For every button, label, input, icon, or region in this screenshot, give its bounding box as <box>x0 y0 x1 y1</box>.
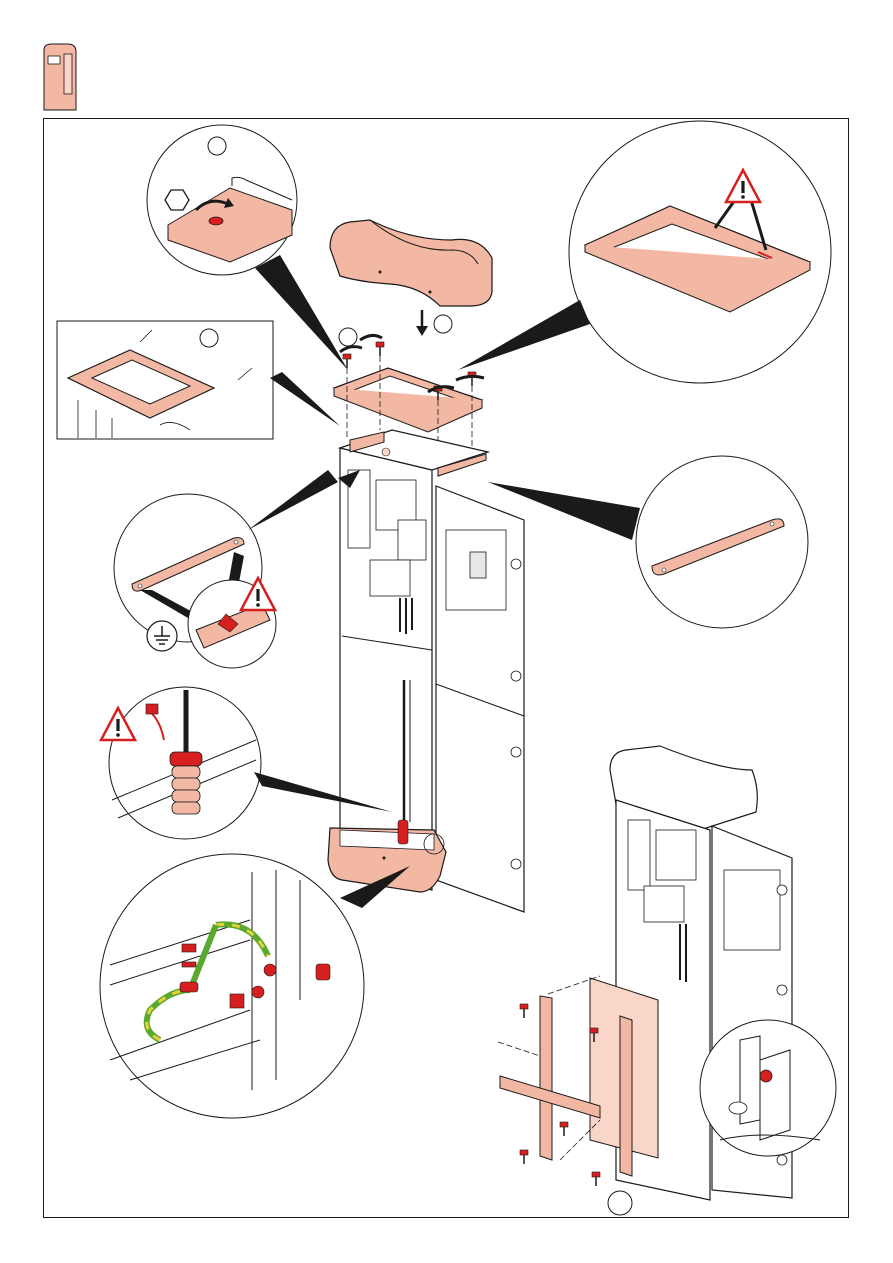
screw-icon <box>560 1122 568 1136</box>
detail-circle-cable-gland <box>109 687 261 839</box>
screw-icon <box>592 1172 600 1186</box>
hex-key-icon <box>165 190 189 210</box>
step-circle-bottom <box>608 1191 632 1215</box>
detail-circle-strip <box>636 456 808 628</box>
detail-circle-ground-wire <box>100 854 364 1118</box>
detail-circle-hinge <box>700 1020 836 1156</box>
detail-box-frame-dimensions <box>57 321 273 439</box>
screw-icon <box>376 342 384 356</box>
screw-icon <box>468 372 476 386</box>
top-cap-part <box>330 220 492 306</box>
step-circle-frame <box>200 329 218 347</box>
screw-icon <box>520 1004 528 1018</box>
step-circle-cap <box>434 315 452 333</box>
step-circle-screws <box>339 328 357 346</box>
callout-wedge <box>270 372 340 426</box>
cabinet-body <box>328 430 524 912</box>
step-circle-top-detail <box>208 137 226 155</box>
screw-icon <box>343 354 351 368</box>
earth-ground-icon <box>147 621 177 651</box>
callout-wedge <box>248 470 338 530</box>
screw-icon <box>520 1150 528 1164</box>
detail-circle-frame-warning <box>569 121 831 383</box>
detail-circle-hex-screw <box>147 125 297 275</box>
callout-wedge <box>458 300 590 370</box>
